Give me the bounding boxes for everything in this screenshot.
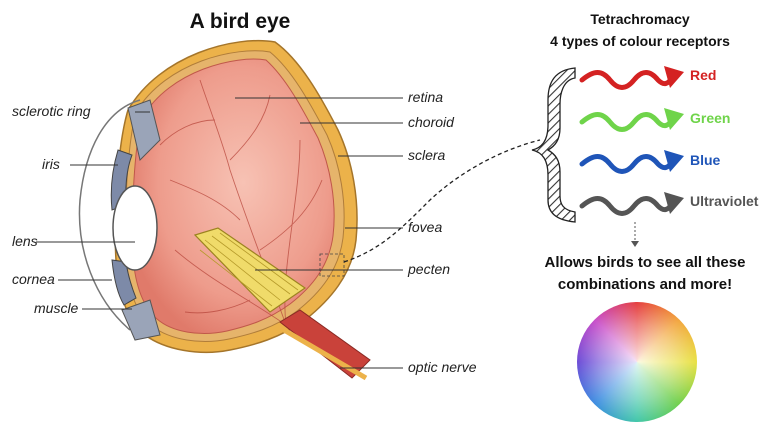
- label-cornea: cornea: [12, 271, 55, 287]
- color-wheel-icon: [577, 302, 697, 422]
- tetrachromacy-heading: Tetrachromacy: [520, 11, 760, 27]
- label-optic-nerve: optic nerve: [408, 359, 476, 375]
- receptor-label-ultraviolet: Ultraviolet: [690, 193, 758, 209]
- receptor-label-blue: Blue: [690, 152, 720, 168]
- blue-arrow: [582, 157, 672, 172]
- lens-shape: [113, 186, 157, 270]
- ultraviolet-arrow: [582, 199, 672, 214]
- label-iris: iris: [42, 156, 60, 172]
- red-arrow: [582, 73, 672, 88]
- conclusion-text: Allows birds to see all these combinatio…: [525, 252, 765, 296]
- diagram-title: A bird eye: [150, 10, 330, 34]
- receptor-label-green: Green: [690, 110, 730, 126]
- receptor-arrowheads: [664, 66, 684, 214]
- label-muscle: muscle: [34, 300, 78, 316]
- label-sclera: sclera: [408, 147, 445, 163]
- receptor-arrows: [582, 73, 672, 214]
- label-choroid: choroid: [408, 114, 454, 130]
- label-fovea: fovea: [408, 219, 442, 235]
- conclusion-line-2: combinations and more!: [525, 274, 765, 296]
- label-pecten: pecten: [408, 261, 450, 277]
- conclusion-line-1: Allows birds to see all these: [525, 252, 765, 274]
- label-lens: lens: [12, 233, 38, 249]
- label-sclerotic-ring: sclerotic ring: [12, 103, 91, 119]
- receptor-bracket: [532, 68, 575, 222]
- receptor-label-red: Red: [690, 67, 716, 83]
- green-arrow: [582, 115, 672, 130]
- receptors-subheading: 4 types of colour receptors: [520, 33, 760, 49]
- label-retina: retina: [408, 89, 443, 105]
- down-arrow-head: [631, 241, 639, 247]
